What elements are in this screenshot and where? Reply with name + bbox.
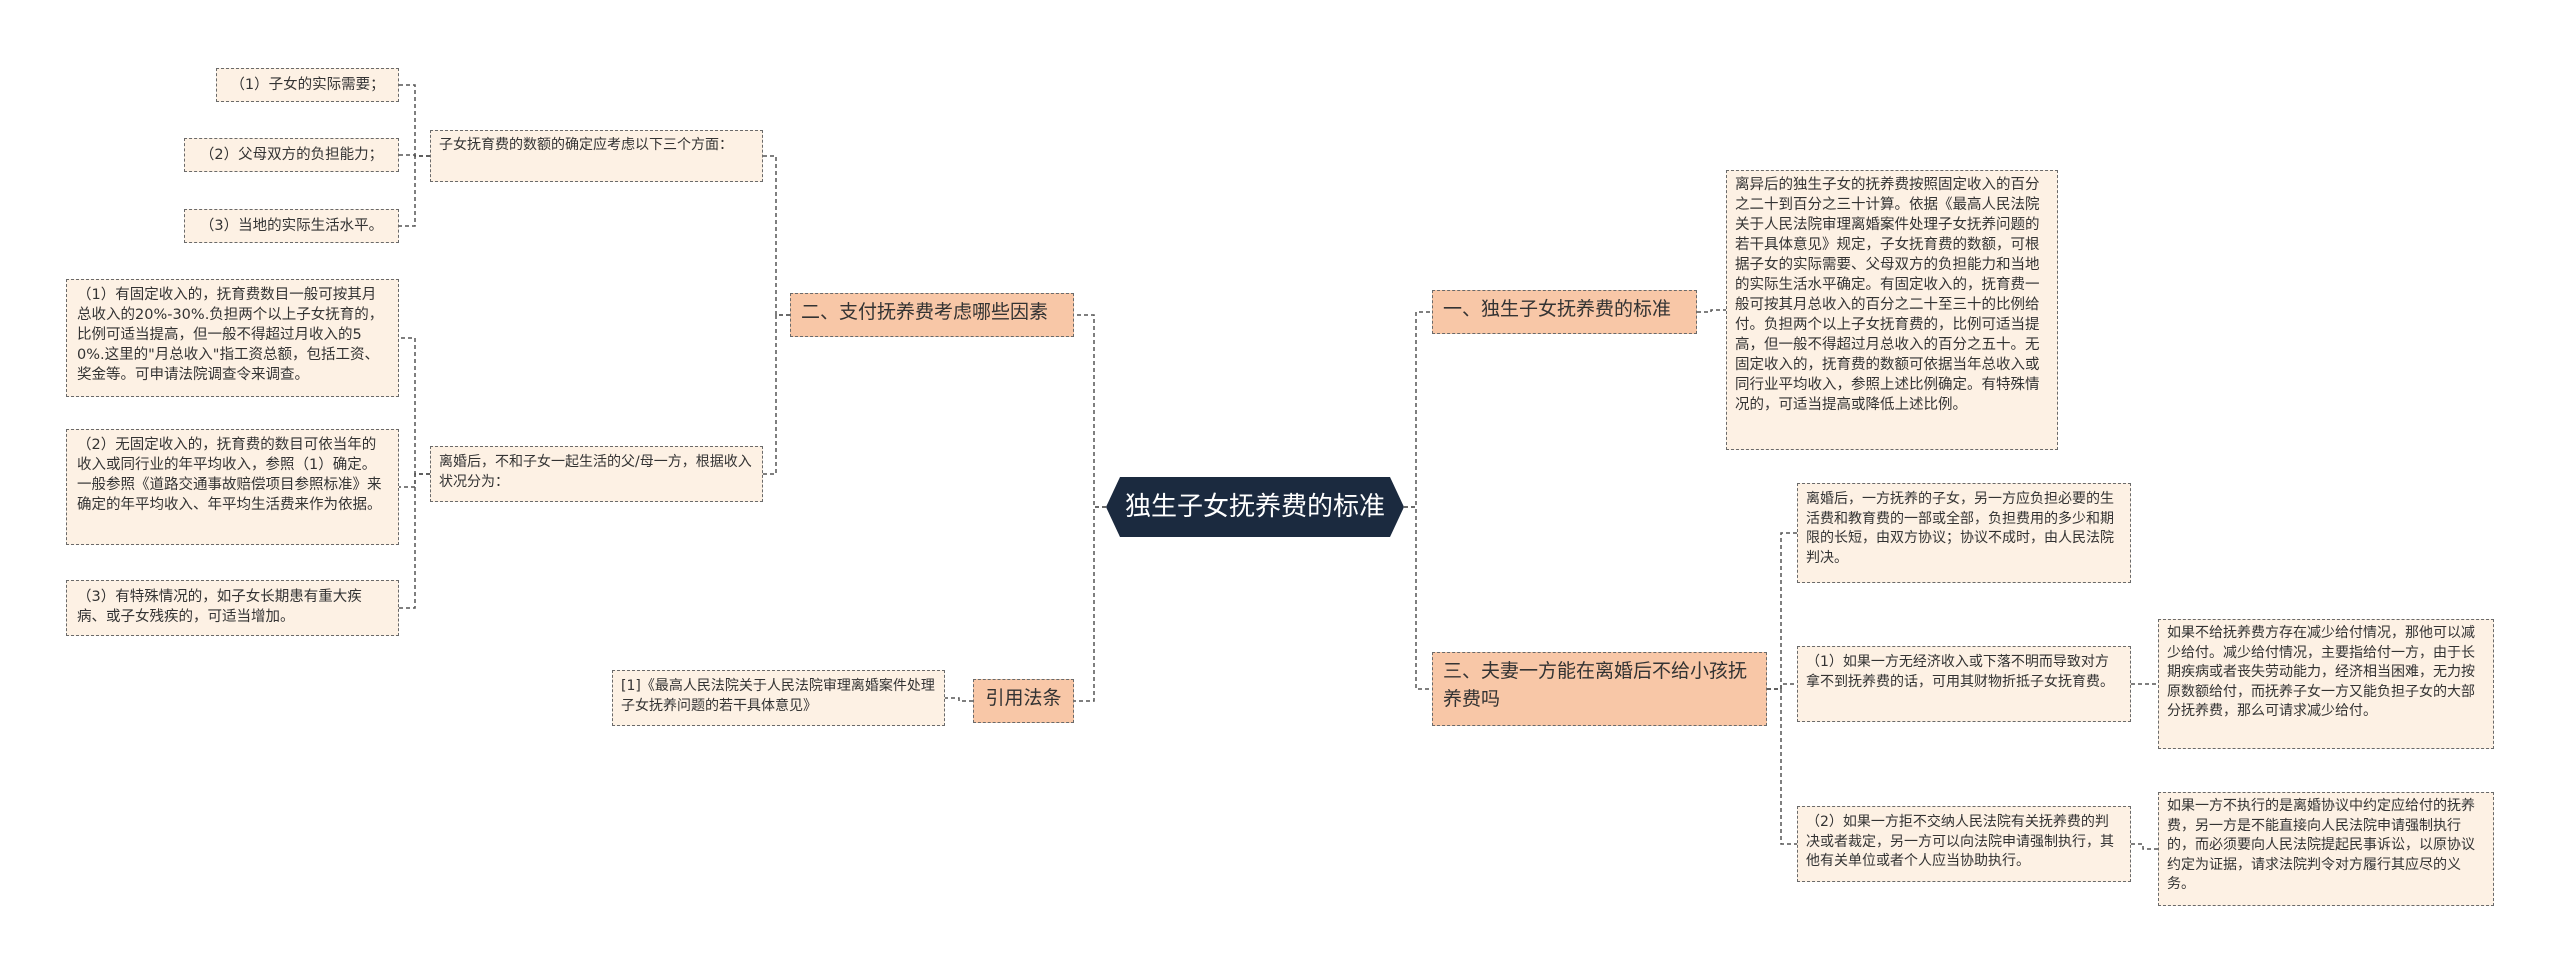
- branch-standard[interactable]: 一、独生子女抚养费的标准: [1432, 290, 1697, 334]
- connector-n-b3bn: [2131, 843, 2158, 850]
- leaf-aspect-3[interactable]: （3）当地的实际生活水平。: [184, 209, 399, 243]
- root-node[interactable]: 独生子女抚养费的标准: [1106, 477, 1404, 537]
- leaf-refuse-item-2-note[interactable]: 如果一方不执行的是离婚协议中约定应给付的抚养费，另一方是不能直接向人民法院申请强…: [2158, 792, 2494, 906]
- connector-n-s2c: [399, 473, 430, 609]
- connector-n-s1: [763, 155, 790, 316]
- connector-n-s2a: [399, 337, 430, 475]
- leaf-aspect-2[interactable]: （2）父母双方的负担能力；: [184, 138, 399, 172]
- connector-n-b3b: [1767, 688, 1797, 845]
- leaf-refuse-item-1-note[interactable]: 如果不给抚养费方存在减少给付情况，那他可以减少给付。减少给付情况，主要指给付一方…: [2158, 619, 2494, 749]
- leaf-income-fixed[interactable]: （1）有固定收入的，抚育费数目一般可按其月总收入的20%-30%.负担两个以上子…: [66, 279, 399, 397]
- connector-n-s2: [763, 314, 790, 475]
- leaf-income-special[interactable]: （3）有特殊情况的，如子女长期患有重大疾病、或子女残疾的，可适当增加。: [66, 580, 399, 636]
- leaf-refuse-item-1[interactable]: （1）如果一方无经济收入或下落不明而导致对方拿不到抚养费的话，可用其财物折抵子女…: [1797, 646, 2131, 722]
- leaf-income-unfixed[interactable]: （2）无固定收入的，抚育费的数目可依当年的收入或同行业的年平均收入，参照（1）确…: [66, 429, 399, 545]
- branch-factors[interactable]: 二、支付抚养费考虑哪些因素: [790, 293, 1074, 337]
- connector-n-b4: [1074, 506, 1106, 702]
- connector-n-s1c: [399, 155, 430, 227]
- leaf-cited-law-1[interactable]: [1]《最高人民法院关于人民法院审理离婚案件处理子女抚养问题的若干具体意见》: [612, 670, 945, 726]
- connector-n-b3a: [1767, 683, 1797, 690]
- connector-n-s1a: [399, 84, 430, 157]
- leaf-refuse-intro[interactable]: 离婚后，一方抚养的子女，另一方应负担必要的生活费和教育费的一部或全部，负担费用的…: [1797, 483, 2131, 583]
- leaf-refuse-item-2[interactable]: （2）如果一方拒不交纳人民法院有关抚养费的判决或者裁定，另一方可以向法院申请强制…: [1797, 806, 2131, 882]
- connector-n-b4a: [945, 697, 973, 702]
- leaf-standard-detail[interactable]: 离异后的独生子女的抚养费按照固定收入的百分之二十到百分之三十计算。依据《最高人民…: [1726, 170, 2058, 450]
- connector-n-b1d: [1697, 309, 1726, 313]
- branch-refuse-support[interactable]: 三、夫妻一方能在离婚后不给小孩抚养费吗: [1432, 652, 1767, 726]
- branch-cited-law[interactable]: 引用法条: [973, 679, 1074, 723]
- connector-n-b1: [1404, 311, 1432, 508]
- leaf-aspect-1[interactable]: （1）子女的实际需要；: [216, 68, 399, 102]
- leaf-factors-income-types[interactable]: 离婚后，不和子女一起生活的父/母一方，根据收入状况分为：: [430, 446, 763, 502]
- connector-n-b3i: [1767, 532, 1797, 690]
- leaf-factors-three-aspects[interactable]: 子女抚育费的数额的确定应考虑以下三个方面：: [430, 130, 763, 182]
- connector-n-b3: [1404, 506, 1432, 690]
- connector-n-b2: [1074, 314, 1106, 508]
